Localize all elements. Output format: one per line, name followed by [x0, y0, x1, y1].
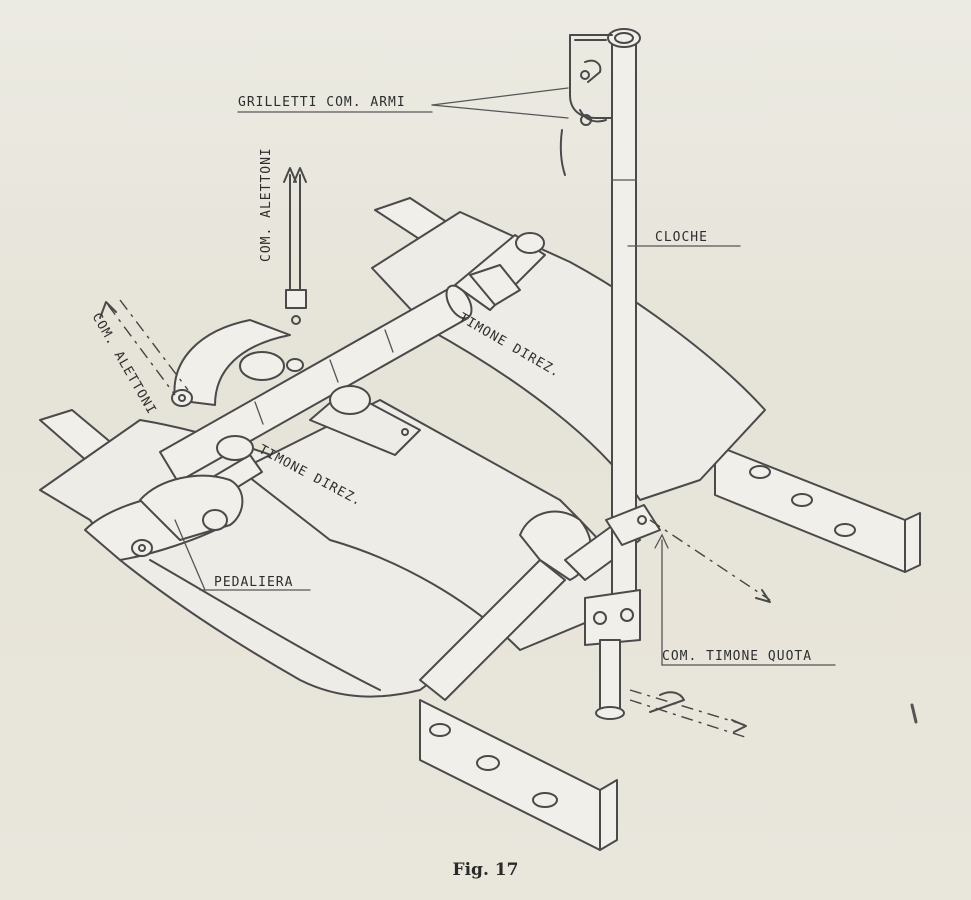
figure-caption: Fig. 17	[452, 860, 519, 880]
ink-mark	[910, 703, 918, 724]
label-grilletti: GRILLETTI COM. ARMI	[238, 95, 406, 110]
label-com-alettoni-top: COM. ALETTONI	[259, 147, 274, 262]
label-pedaliera: PEDALIERA	[214, 575, 293, 590]
aileron-rod-vertical	[283, 167, 307, 325]
main-torque-tube	[159, 284, 473, 483]
rudder-pedal	[84, 474, 244, 561]
elevator-control-rods	[629, 519, 771, 738]
rudder-horn-upper	[454, 232, 546, 311]
label-com-timone-quota: COM. TIMONE QUOTA	[662, 649, 812, 664]
label-cloche: CLOCHE	[655, 230, 708, 245]
aileron-rod-left	[99, 299, 189, 396]
cloche-control-stick	[584, 28, 661, 720]
label-com-alettoni-left: COM. ALETTONI	[89, 311, 159, 418]
left-front-beam	[419, 699, 618, 851]
mounting-bracket	[309, 385, 421, 456]
right-longitudinal-beam	[714, 444, 921, 573]
leader-lines	[174, 87, 836, 666]
aileron-bellcrank	[171, 319, 291, 407]
trigger-grip	[559, 34, 613, 176]
